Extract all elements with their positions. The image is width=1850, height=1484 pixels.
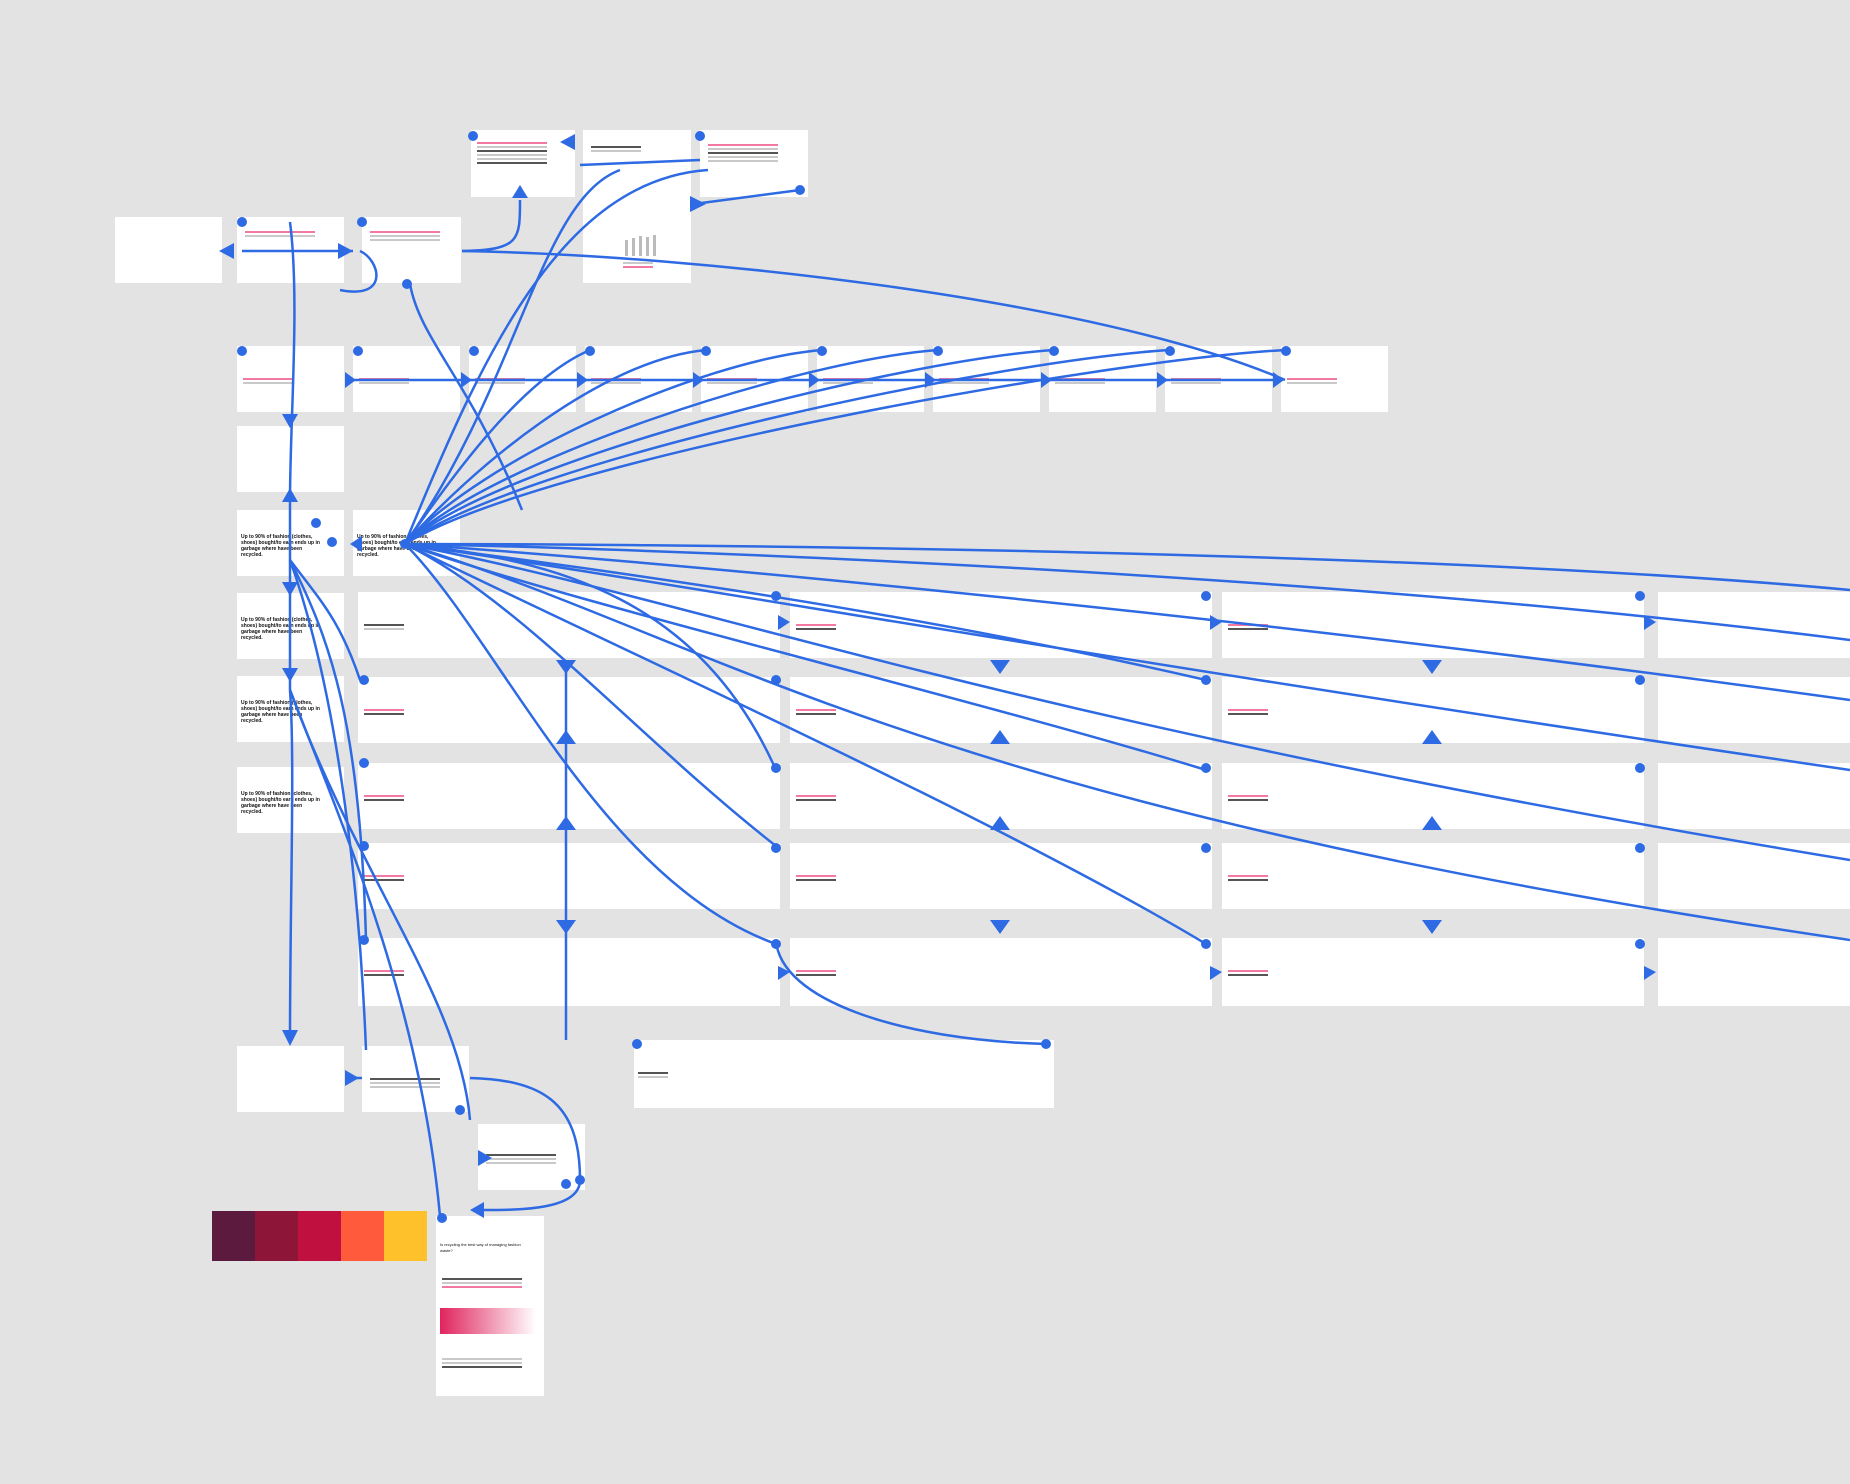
flow-row-2[interactable] <box>358 677 780 743</box>
frame-bottom-text-1[interactable] <box>362 1046 469 1112</box>
headline-text: Up to 90% of fashion (clothes, shoes) bo… <box>241 617 320 641</box>
flow-row-5[interactable] <box>358 938 780 1006</box>
frame-quote-b[interactable] <box>700 130 808 197</box>
frame-problem-1[interactable] <box>237 217 344 283</box>
flow-col-4-row-5[interactable] <box>1658 938 1850 1006</box>
flow-col-3-row-2[interactable] <box>1222 677 1644 743</box>
flow-row-1[interactable] <box>358 592 780 658</box>
palette-swatch[interactable] <box>341 1211 384 1261</box>
flow-col-4-row-4[interactable] <box>1658 843 1850 909</box>
flow-col-3-row-4[interactable] <box>1222 843 1644 909</box>
flow-col-4-row-1[interactable] <box>1658 592 1850 658</box>
frame-bottom-blank[interactable] <box>237 1046 344 1112</box>
flow-col-3-row-3[interactable] <box>1222 763 1644 829</box>
palette-swatch[interactable] <box>384 1211 427 1261</box>
poster-graphic <box>440 1308 536 1334</box>
palette-swatch[interactable] <box>255 1211 298 1261</box>
palette-swatch[interactable] <box>298 1211 341 1261</box>
frame-headline-5[interactable]: Up to 90% of fashion (clothes, shoes) bo… <box>353 510 460 576</box>
frame-headline-2[interactable]: Up to 90% of fashion (clothes, shoes) bo… <box>237 593 344 659</box>
frame-headline-4[interactable]: Up to 90% of fashion (clothes, shoes) bo… <box>237 767 344 833</box>
frame-brand-2[interactable] <box>353 346 460 412</box>
frame-brand-1[interactable] <box>237 346 344 412</box>
bar-chart-icon <box>625 235 656 256</box>
flow-row-4[interactable] <box>358 843 780 909</box>
poster-question: Is recycling the best way of managing fa… <box>440 1242 521 1253</box>
frame-brand-6[interactable] <box>817 346 924 412</box>
frame-brand-3[interactable] <box>469 346 576 412</box>
headline-text: Up to 90% of fashion (clothes, shoes) bo… <box>241 791 320 815</box>
frame-brand-4[interactable] <box>585 346 692 412</box>
flow-col-2-row-5[interactable] <box>790 938 1212 1006</box>
frame-brand-8[interactable] <box>1049 346 1156 412</box>
flow-row-3[interactable] <box>358 763 780 829</box>
flow-col-4-row-3[interactable] <box>1658 763 1850 829</box>
frame-flow-detail[interactable] <box>634 1040 1054 1108</box>
frame-brand-9[interactable] <box>1165 346 1272 412</box>
flow-col-2-row-1[interactable] <box>790 592 1212 658</box>
flow-col-3-row-5[interactable] <box>1222 938 1644 1006</box>
headline-text: Up to 90% of fashion (clothes, shoes) bo… <box>241 700 320 724</box>
frame-chart-slide[interactable] <box>583 130 691 283</box>
frame-bottom-text-2[interactable] <box>478 1124 585 1190</box>
frame-poster[interactable]: Is recycling the best way of managing fa… <box>436 1216 544 1396</box>
frame-headline-1[interactable]: Up to 90% of fashion (clothes, shoes) bo… <box>237 510 344 576</box>
flow-col-2-row-2[interactable] <box>790 677 1212 743</box>
headline-text: Up to 90% of fashion (clothes, shoes) bo… <box>241 534 320 558</box>
frame-brand-5[interactable] <box>701 346 808 412</box>
flow-col-3-row-1[interactable] <box>1222 592 1644 658</box>
frame-headline-3[interactable]: Up to 90% of fashion (clothes, shoes) bo… <box>237 676 344 742</box>
frame-brand-7[interactable] <box>933 346 1040 412</box>
frame-problem-2[interactable] <box>362 217 461 283</box>
flow-col-4-row-2[interactable] <box>1658 677 1850 743</box>
headline-text: Up to 90% of fashion (clothes, shoes) bo… <box>357 534 436 558</box>
frame-intro[interactable] <box>115 217 222 283</box>
flow-col-2-row-4[interactable] <box>790 843 1212 909</box>
frame-quote-a[interactable] <box>471 130 575 197</box>
frame-blank[interactable] <box>237 426 344 492</box>
flow-col-2-row-3[interactable] <box>790 763 1212 829</box>
frame-brand-10[interactable] <box>1281 346 1388 412</box>
palette-swatch[interactable] <box>212 1211 255 1261</box>
